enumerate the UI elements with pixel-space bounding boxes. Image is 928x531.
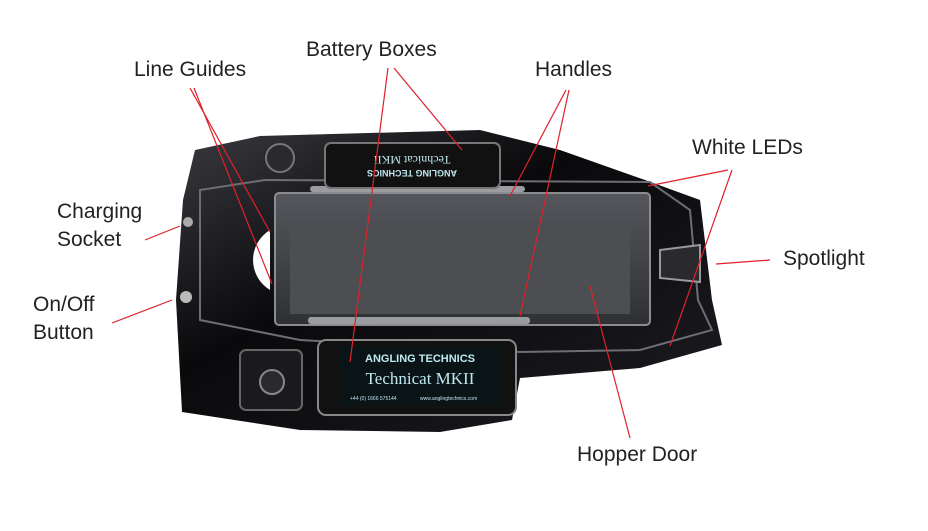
leader-line-guides-2 (193, 87, 273, 285)
label-white-leds: White LEDs (692, 136, 803, 159)
rear-plate-brand: ANGLING TECHNICS (367, 168, 457, 178)
leader-lines (111, 67, 771, 439)
onoff-button (180, 291, 192, 303)
label-onoff-line2: Button (33, 321, 94, 344)
label-onoff-line1: On/Off (33, 293, 95, 316)
rear-plate-model: Technicat MKII (374, 153, 451, 167)
leader-handles-1 (509, 89, 567, 197)
front-hatch (259, 369, 285, 395)
leader-spotlight (715, 259, 771, 265)
leader-onoff (111, 299, 173, 324)
leader-leds-2 (669, 169, 733, 347)
deck-rim (199, 178, 714, 354)
front-plate-phone: +44 (0) 1666 575144 (350, 396, 397, 402)
spotlight (659, 243, 701, 284)
front-plate-brand: ANGLING TECHNICS (365, 353, 475, 365)
battery-box-rear (324, 142, 501, 189)
leader-leds-1 (647, 169, 729, 187)
front-plate-model: Technicat MKII (366, 369, 475, 388)
label-spotlight: Spotlight (783, 247, 865, 270)
handle-front (308, 317, 530, 324)
label-line-guides: Line Guides (134, 58, 247, 81)
label-battery-boxes: Battery Boxes (306, 38, 437, 61)
rear-hatch (265, 143, 295, 173)
label-charging-line2: Socket (57, 228, 122, 251)
label-charging-line1: Charging (57, 200, 143, 223)
label-handles: Handles (535, 58, 613, 81)
side-cutout (253, 230, 270, 290)
charging-socket (183, 217, 193, 227)
leader-charging (144, 225, 181, 241)
leader-handles-2 (519, 89, 570, 317)
hopper-door (290, 228, 630, 314)
leader-battery-1 (349, 67, 389, 363)
front-plate (340, 346, 500, 406)
rear-plate: ANGLING TECHNICS Technicat MKII (367, 153, 457, 178)
leader-hopper (589, 285, 631, 439)
leader-battery-2 (393, 67, 463, 151)
front-plate-web: www.anglingtechnics.com (420, 396, 477, 402)
label-hopper-door: Hopper Door (577, 443, 698, 466)
